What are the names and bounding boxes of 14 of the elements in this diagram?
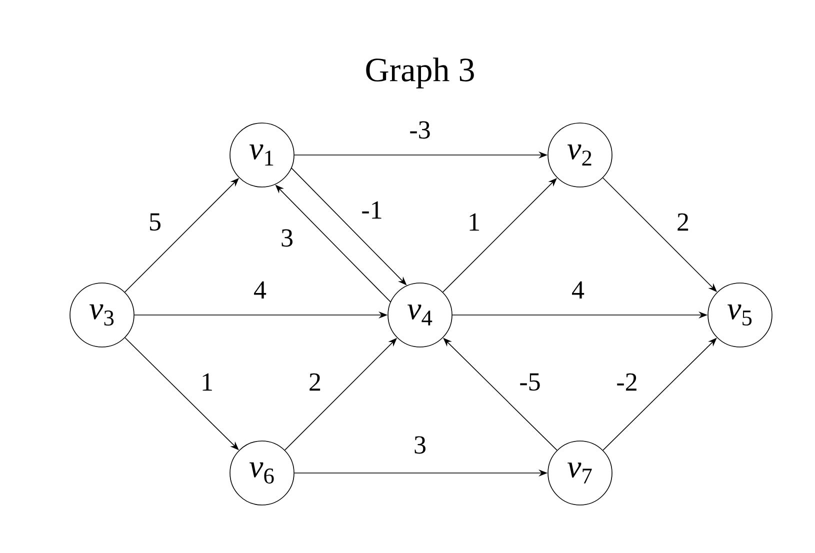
edge-label: 3 <box>414 436 426 454</box>
edge-label: 4 <box>254 281 266 299</box>
edge-label: -3 <box>410 121 430 139</box>
edge-label: 4 <box>572 281 584 299</box>
edge-label: 1 <box>202 373 212 391</box>
edge-label: 3 <box>282 229 292 247</box>
edge-label: 1 <box>470 213 479 231</box>
edge-label: -2 <box>617 373 636 391</box>
edge-label: -5 <box>520 373 540 391</box>
edge-label: 2 <box>310 373 320 391</box>
edge-label: -1 <box>362 201 382 219</box>
edge-label: 2 <box>678 213 688 231</box>
edge-label: 5 <box>150 213 160 231</box>
title: Graph 3 <box>366 58 474 88</box>
